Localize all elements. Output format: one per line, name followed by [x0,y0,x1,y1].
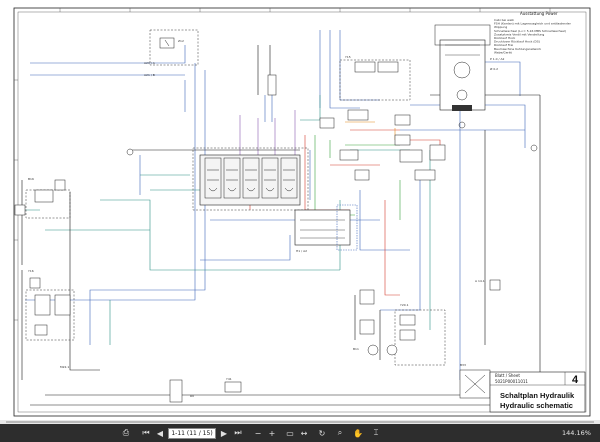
svg-text:Y16: Y16 [28,269,34,273]
title-english: Hydraulic schematic [500,401,573,410]
title-block: Blatt / Sheet 5021P00011011 4 Schaltplan… [489,371,586,413]
select-icon[interactable]: ⌶ [373,428,379,437]
legend-line: FSH (Kardan) mit Lagerausgleich und anti… [494,22,572,26]
document-code: 5021P00011011 [495,379,528,384]
svg-text:B11: B11 [353,347,359,351]
svg-text:B16: B16 [28,177,34,181]
zoom-level[interactable]: 144.16% [562,429,591,437]
svg-text:P 1.0 / A2: P 1.0 / A2 [490,57,505,61]
legend-line: Zusatzkreis Ventil mit Verstellung [494,32,544,36]
svg-text:Z12: Z12 [178,39,184,43]
horizontal-scrollbar[interactable] [0,420,600,424]
svg-text:Y20.1: Y20.1 [400,303,409,307]
print-icon[interactable]: ⎙ [122,428,130,437]
svg-text:A21 / B: A21 / B [144,73,155,77]
orange-lines [345,121,396,140]
border-ticks [14,8,551,321]
main-valve-block [199,154,301,206]
prev-page-icon[interactable]: ◀ [156,428,164,438]
component-labels: Z12 A21 / A A21 / B Y15 H1 / A2 B16 Y16 … [28,39,505,398]
hand-icon[interactable]: ✋ [353,428,363,438]
drawing-frame [13,7,591,417]
legend-line: Wabe/Gerät [494,50,513,54]
legend-line: Wippung [494,25,507,29]
fit-width-icon[interactable]: ↔ [300,428,308,438]
viewer-toolbar: ⎙ ⏮ ◀ 1-11 (11 / 15) ▶ ⏭ − + ▭ ↔ ↻ ⌕ ✋ ⌶… [0,424,600,442]
blue-hydraulic-lines [25,30,526,380]
title-german: Schaltplan Hydraulik [500,391,575,400]
legend-title: Ausstattung Power [520,11,558,16]
svg-text:A21 / A: A21 / A [144,61,156,65]
page-number-input[interactable]: 1-11 (11 / 15) [168,428,216,439]
legend-line: Schnellwechsel (L<= 5,16 MBS Schnellwech… [494,29,566,33]
scrollbar-thumb[interactable] [6,421,594,423]
components [14,37,538,403]
svg-text:A 14.1: A 14.1 [475,279,485,283]
rotate-icon[interactable]: ↻ [318,428,326,438]
sheet-label: Blatt / Sheet [495,373,520,378]
legend-line: Druckloser Rücklauf Hock (DS) [494,40,540,44]
fit-page-icon[interactable]: ▭ [286,428,294,438]
legend-line: Rücklauf Hock [494,36,516,40]
svg-text:B33: B33 [460,363,466,367]
legend-line: Cabi bei welk [494,18,514,22]
svg-text:Y15: Y15 [345,55,351,59]
legend-line: Rücklauf Frei [494,43,513,47]
zoom-in-icon[interactable]: + [268,428,276,438]
next-page-icon[interactable]: ▶ [220,428,228,438]
sheet-number: 4 [572,374,579,386]
svg-text:Y41: Y41 [226,377,232,381]
svg-text:M22.1: M22.1 [60,365,69,369]
hydraulic-tank-unit [434,24,491,129]
search-icon[interactable]: ⌕ [337,428,343,437]
svg-text:R0: R0 [190,394,194,398]
distribution-block [294,204,358,251]
last-page-icon[interactable]: ⏭ [234,428,242,437]
legend-line: Baumaschine Kuhlungsnetwork [494,47,541,51]
svg-text:Ø 0.2: Ø 0.2 [490,66,498,71]
first-page-icon[interactable]: ⏮ [142,428,150,437]
zoom-out-icon[interactable]: − [254,428,262,438]
purple-lines [239,110,296,160]
svg-text:H1 / A2: H1 / A2 [296,249,307,253]
